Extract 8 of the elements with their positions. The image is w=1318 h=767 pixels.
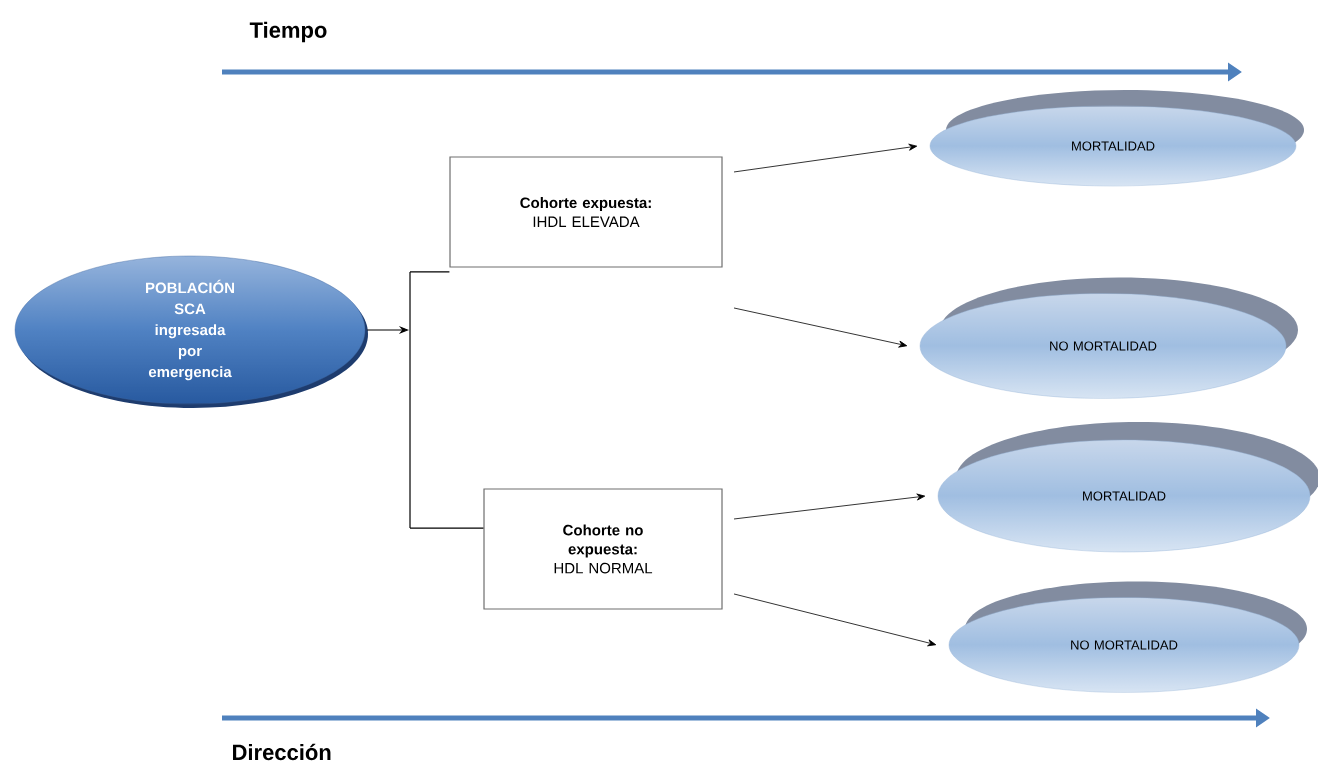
arrow bbox=[733, 143, 918, 173]
arrow bbox=[733, 493, 926, 520]
cohort-box: Cohorte no expuesta: HDL NORMAL bbox=[483, 488, 723, 610]
arrow bbox=[733, 307, 908, 348]
axis-label: Dirección bbox=[233, 743, 331, 761]
axis-label: Tiempo bbox=[249, 21, 327, 43]
arrow bbox=[733, 593, 937, 647]
cohort-box: Cohorte expuesta: IHDL ELEVADA bbox=[449, 156, 723, 268]
